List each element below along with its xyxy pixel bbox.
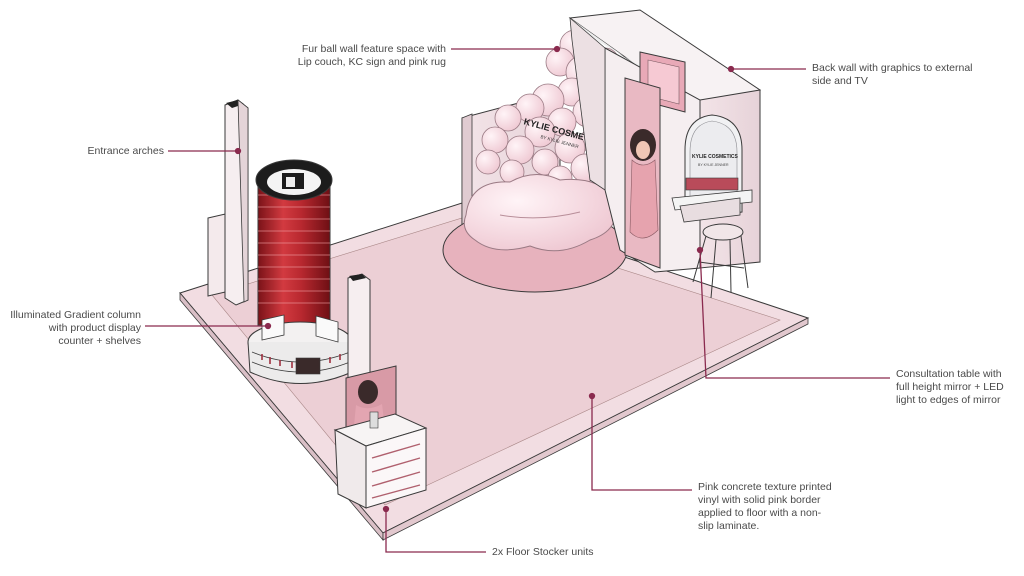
floor-stocker-unit: [333, 365, 428, 509]
consultation-stool: [692, 223, 749, 299]
label-gradient-column: Illuminated Gradient column with product…: [10, 309, 141, 347]
label-consultation-table: Consultation table with full height mirr…: [896, 368, 1004, 406]
label-floor-stocker: 2x Floor Stocker units: [492, 546, 594, 558]
entrance-arch-left: [207, 99, 249, 306]
label-floor: Pink concrete texture printed vinyl with…: [698, 481, 832, 532]
back-wall-sign: KYLIE COSMETICS: [692, 154, 739, 160]
lip-couch: [463, 174, 617, 252]
label-back-wall: Back wall with graphics to external side…: [812, 62, 973, 87]
arched-mirror: KYLIE COSMETICS BY KYLIE JENNER: [671, 114, 753, 223]
label-entrance-arches: Entrance arches: [87, 145, 164, 157]
back-wall-sign-sub: BY KYLIE JENNER: [698, 163, 729, 167]
label-fur-ball-wall: Fur ball wall feature space with Lip cou…: [297, 43, 446, 68]
leader-lines: [145, 45, 890, 553]
gradient-column: [247, 159, 353, 384]
graphics-panel: [624, 77, 661, 269]
